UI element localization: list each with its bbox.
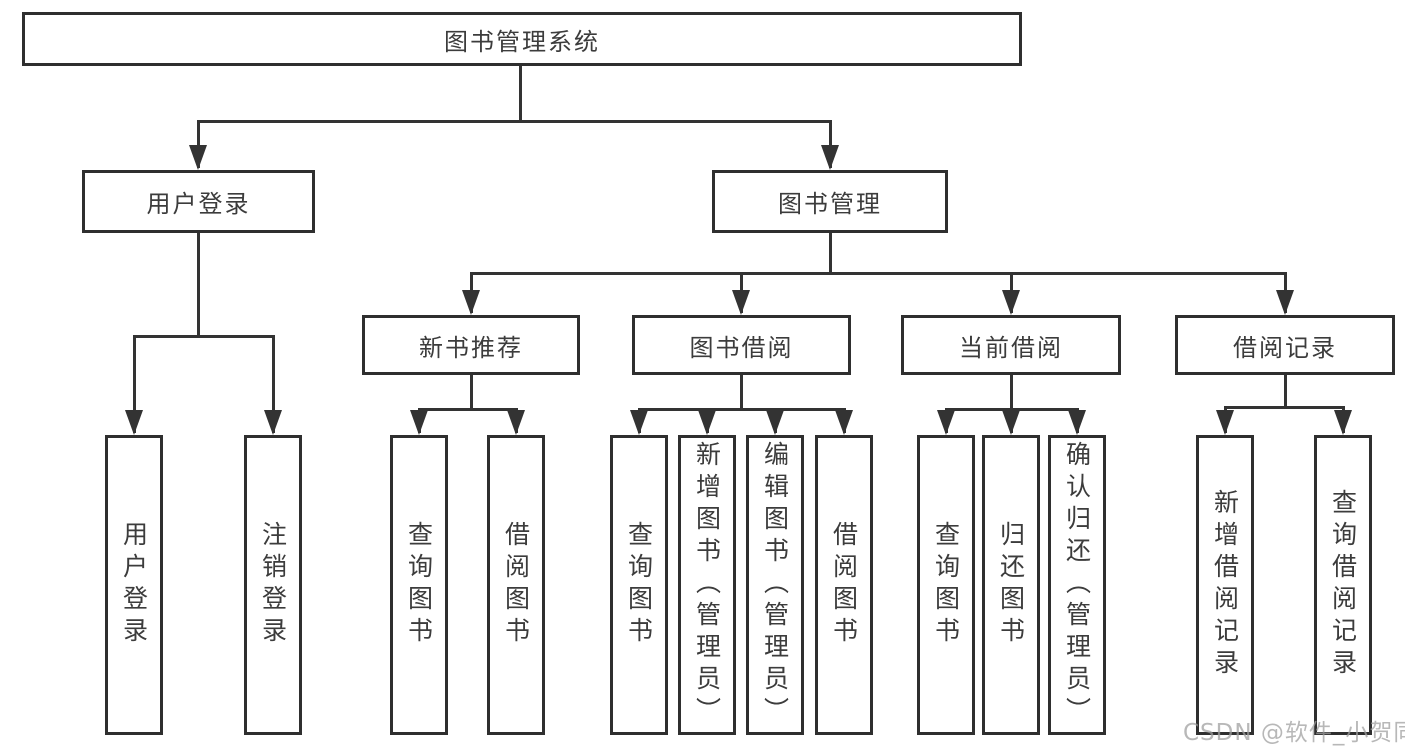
csdn-watermark: CSDN @软件_小贺同学: [1183, 720, 1405, 746]
connector-line: [1010, 375, 1013, 408]
arrow-down-icon: [264, 410, 282, 435]
leaf-cb-query-books: 查询图书: [917, 435, 975, 735]
connector-line: [829, 120, 832, 168]
node-label: 当前借阅: [959, 333, 1063, 362]
leaf-user-login: 用户登录: [105, 435, 163, 735]
arrow-down-icon: [732, 290, 750, 315]
arrow-down-icon: [1216, 410, 1234, 435]
leaf-nbr-query-books: 查询图书: [390, 435, 448, 735]
leaf-logout: 注销登录: [244, 435, 302, 735]
node-label: 新增图书（管理员）: [692, 441, 722, 729]
node-label: 图书管理: [778, 190, 882, 218]
node-label: 借阅图书: [829, 521, 859, 649]
node-label: 查询借阅记录: [1328, 489, 1358, 681]
node-label: 新书推荐: [419, 333, 523, 362]
node-label: 用户登录: [146, 190, 251, 218]
node-label: 查询图书: [404, 521, 434, 649]
arrow-down-icon: [698, 410, 716, 435]
leaf-bb-add-books-admin: 新增图书（管理员）: [678, 435, 736, 735]
arrow-down-icon: [1276, 290, 1294, 315]
connector-line: [470, 375, 473, 408]
connector-line: [197, 120, 200, 168]
node-new-book-recommend: 新书推荐: [362, 315, 580, 375]
node-label: 确认归还（管理员）: [1062, 441, 1092, 729]
connector-line: [418, 408, 518, 411]
leaf-bb-edit-books-admin: 编辑图书（管理员）: [746, 435, 804, 735]
arrow-down-icon: [189, 145, 207, 170]
arrow-down-icon: [1002, 410, 1020, 435]
arrow-down-icon: [630, 410, 648, 435]
node-book-borrowing: 图书借阅: [632, 315, 851, 375]
arrow-down-icon: [410, 410, 428, 435]
node-book-management: 图书管理: [712, 170, 948, 233]
node-label: 新增借阅记录: [1210, 489, 1240, 681]
leaf-br-add-record: 新增借阅记录: [1196, 435, 1254, 735]
node-current-borrowing: 当前借阅: [901, 315, 1121, 375]
leaf-nbr-borrow-books: 借阅图书: [487, 435, 545, 735]
arrow-down-icon: [937, 410, 955, 435]
node-label: 查询图书: [624, 521, 654, 649]
arrow-down-icon: [1068, 410, 1086, 435]
node-label: 图书管理系统: [444, 27, 600, 56]
connector-line: [1284, 375, 1287, 406]
arrow-down-icon: [1334, 410, 1352, 435]
leaf-br-query-record: 查询借阅记录: [1314, 435, 1372, 735]
connector-line: [740, 375, 743, 408]
leaf-bb-query-books: 查询图书: [610, 435, 668, 735]
connector-line: [829, 233, 832, 272]
arrow-down-icon: [507, 410, 525, 435]
node-label: 归还图书: [996, 521, 1026, 649]
connector-line: [470, 272, 1287, 275]
node-label: 编辑图书（管理员）: [760, 441, 790, 729]
node-label: 注销登录: [258, 521, 288, 649]
connector-line: [197, 233, 200, 335]
connector-line: [133, 335, 136, 433]
arrow-down-icon: [821, 145, 839, 170]
node-label: 查询图书: [931, 521, 961, 649]
arrow-down-icon: [1002, 290, 1020, 315]
arrow-down-icon: [462, 290, 480, 315]
connector-line: [272, 335, 275, 433]
node-root-library-system: 图书管理系统: [22, 12, 1022, 66]
connector-line: [519, 66, 522, 120]
arrow-down-icon: [766, 410, 784, 435]
leaf-bb-borrow-books: 借阅图书: [815, 435, 873, 735]
node-borrowing-records: 借阅记录: [1175, 315, 1395, 375]
node-label: 借阅图书: [501, 521, 531, 649]
arrow-down-icon: [835, 410, 853, 435]
node-label: 借阅记录: [1233, 333, 1337, 362]
connector-line: [638, 408, 846, 411]
connector-line: [133, 335, 275, 338]
leaf-cb-return-books: 归还图书: [982, 435, 1040, 735]
node-user-login: 用户登录: [82, 170, 315, 233]
connector-line: [1224, 406, 1345, 409]
leaf-cb-confirm-return-admin: 确认归还（管理员）: [1048, 435, 1106, 735]
connector-line: [197, 120, 832, 123]
node-label: 用户登录: [119, 521, 149, 649]
arrow-down-icon: [125, 410, 143, 435]
node-label: 图书借阅: [689, 333, 794, 362]
